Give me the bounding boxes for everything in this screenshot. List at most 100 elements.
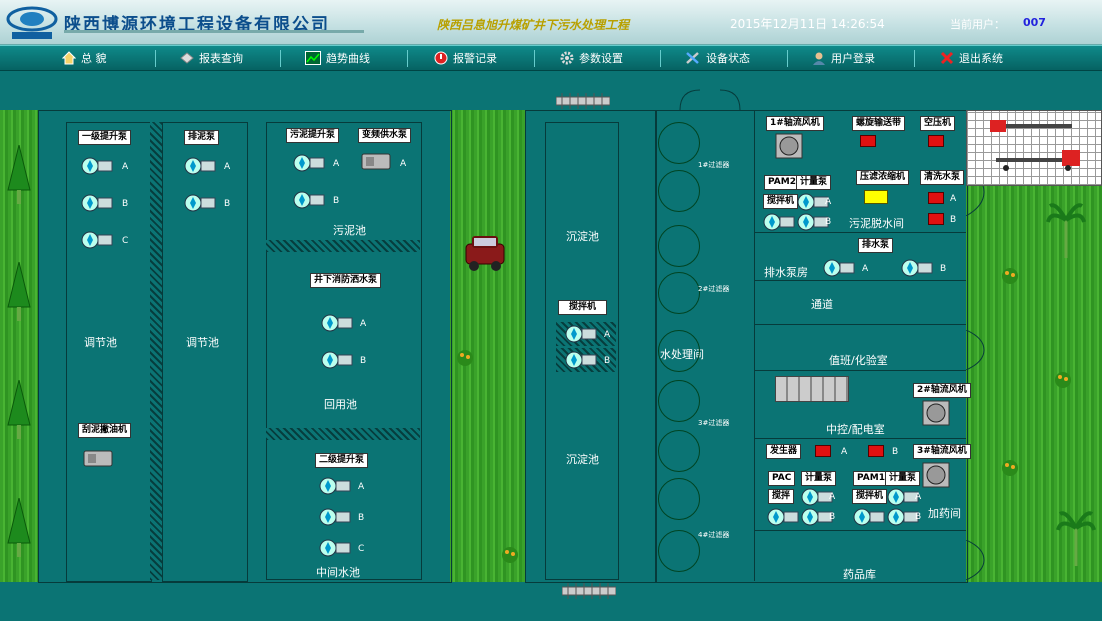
filter-tank[interactable] <box>658 430 700 472</box>
filter-tank[interactable] <box>658 478 700 520</box>
menu-user-login[interactable]: 用户登录 <box>812 46 875 70</box>
mud-pump-label: 排泥泵 <box>184 130 220 145</box>
mixer-pump-icon[interactable] <box>564 324 598 344</box>
conveyor-label: 螺旋输送带 <box>852 116 906 131</box>
filter-tank[interactable] <box>658 330 700 372</box>
pump-icon[interactable] <box>318 538 352 558</box>
pump-icon[interactable] <box>80 156 114 176</box>
variable-pump-icon[interactable] <box>360 151 394 171</box>
company-subline <box>64 30 364 33</box>
generator-a-status[interactable] <box>815 445 831 457</box>
pump-icon[interactable] <box>886 487 920 507</box>
house-icon <box>62 51 76 65</box>
scraper-motor-icon[interactable] <box>82 448 116 468</box>
filter-tank[interactable] <box>658 122 700 164</box>
grass-middle <box>450 110 525 582</box>
datetime-display: 2015年12月11日 14:26:54 <box>730 17 885 31</box>
filter-tank[interactable] <box>658 530 700 572</box>
pump-icon[interactable] <box>800 487 834 507</box>
air-compressor-label: 空压机 <box>920 116 956 131</box>
pump-icon[interactable] <box>822 258 856 278</box>
wash-pump-b-status[interactable] <box>928 213 944 225</box>
filter-tank[interactable] <box>658 225 700 267</box>
regulating-pool-1-label: 调节池 <box>84 336 117 349</box>
regulating-pool-1 <box>66 122 152 582</box>
control-cabinets[interactable] <box>775 376 849 402</box>
pump-icon[interactable] <box>852 507 886 527</box>
filter-2-label: 2#过滤器 <box>698 285 730 293</box>
pump-icon[interactable] <box>796 192 830 212</box>
pump-icon[interactable] <box>318 476 352 496</box>
pump-icon[interactable] <box>292 190 326 210</box>
dewater-room-label: 污泥脱水间 <box>849 217 904 230</box>
pump-icon[interactable] <box>320 350 354 370</box>
reuse-pool-label: 回用池 <box>324 398 357 411</box>
pump-icon[interactable] <box>766 507 800 527</box>
duty-room-label: 值班/化验室 <box>829 354 888 367</box>
corridor-label: 通道 <box>811 298 833 311</box>
filter-4-label: 4#过滤器 <box>698 531 730 539</box>
filter-tank[interactable] <box>658 272 700 314</box>
pump-icon[interactable] <box>900 258 934 278</box>
filter-press-status[interactable] <box>864 190 888 204</box>
parking-area <box>966 110 1102 186</box>
filter-1-label: 1#过滤器 <box>698 161 730 169</box>
air-compressor-status[interactable] <box>928 135 944 147</box>
pump-icon[interactable] <box>318 507 352 527</box>
mixer-label: 搅拌机 <box>558 300 608 315</box>
pump-icon[interactable] <box>800 507 834 527</box>
fan-icon[interactable] <box>922 400 950 426</box>
flower-icon <box>1055 372 1071 388</box>
menu-exit[interactable]: 退出系统 <box>940 46 1003 70</box>
tree-icon <box>7 262 31 321</box>
truck-icon <box>996 150 1080 171</box>
fan-2-label: 2#轴流风机 <box>913 383 971 398</box>
palm-tree-icon <box>1056 511 1096 566</box>
lift-pump-1-label: 一级提升泵 <box>78 130 132 145</box>
pump-icon[interactable] <box>80 193 114 213</box>
flower-icon <box>502 547 518 563</box>
filter-tank[interactable] <box>658 380 700 422</box>
pump-icon[interactable] <box>183 193 217 213</box>
gate-fence-top <box>556 93 610 109</box>
user-icon <box>813 52 825 65</box>
meter-pump-3-label: 计量泵 <box>885 471 921 486</box>
menu-trend[interactable]: 趋势曲线 <box>305 46 370 70</box>
left-building <box>38 110 452 583</box>
pump-icon[interactable] <box>320 313 354 333</box>
control-room-label: 中控/配电室 <box>826 423 885 436</box>
pump-icon[interactable] <box>796 212 830 232</box>
sludge-pool-label: 污泥池 <box>333 224 366 237</box>
fan-icon[interactable] <box>775 133 803 159</box>
wash-pump-label: 清洗水泵 <box>920 170 965 185</box>
pump-icon[interactable] <box>80 230 114 250</box>
menu-alarm[interactable]: 报警记录 <box>434 46 497 70</box>
project-title: 陕西吕息旭升煤矿井下污水处理工程 <box>437 18 630 32</box>
door-icon <box>966 330 985 370</box>
pump-icon[interactable] <box>292 153 326 173</box>
filter-tank[interactable] <box>658 170 700 212</box>
generator-label: 发生器 <box>766 444 802 459</box>
menu-overview[interactable]: 总 貌 <box>62 46 107 70</box>
report-icon <box>180 52 194 64</box>
wash-pump-a-status[interactable] <box>928 192 944 204</box>
truck-icon <box>990 120 1072 132</box>
door-top-icon <box>679 89 741 110</box>
mixer-pump-icon[interactable] <box>564 350 598 370</box>
conveyor-status[interactable] <box>860 135 876 147</box>
gate-fence-bottom <box>562 583 616 599</box>
menu-report[interactable]: 报表查询 <box>180 46 243 70</box>
generator-b-status[interactable] <box>868 445 884 457</box>
fan-icon[interactable] <box>922 462 950 488</box>
menu-params[interactable]: 参数设置 <box>560 46 623 70</box>
menu-device-status[interactable]: 设备状态 <box>685 46 750 70</box>
pump-icon[interactable] <box>762 212 796 232</box>
scraper-label: 刮泥撇油机 <box>78 423 132 438</box>
pool-divider-2 <box>266 428 420 440</box>
settling-tank-2-label: 沉淀池 <box>566 453 599 466</box>
settling-building <box>525 110 657 583</box>
pump-icon[interactable] <box>886 507 920 527</box>
pump-icon[interactable] <box>183 156 217 176</box>
flower-icon <box>1002 268 1018 284</box>
tools-icon <box>686 52 699 64</box>
